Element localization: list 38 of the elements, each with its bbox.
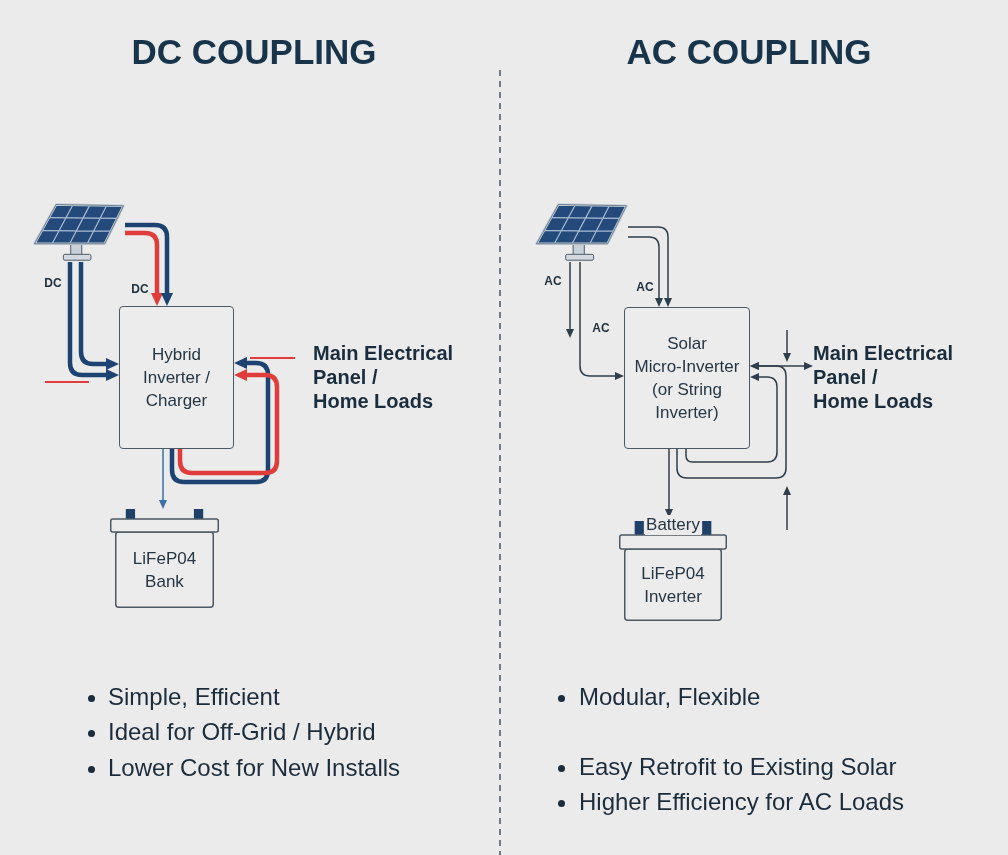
battery-label: LiFeP04 Bank bbox=[132, 548, 197, 593]
arrow bbox=[159, 448, 167, 509]
edge-label: DC bbox=[131, 282, 149, 296]
arrow bbox=[676, 362, 787, 479]
arrow bbox=[169, 357, 271, 485]
destination-label: Main Electrical Panel / Home Loads bbox=[313, 341, 454, 413]
arrow bbox=[177, 369, 280, 476]
edge-label: AC bbox=[636, 280, 654, 294]
solar-panel-drawing bbox=[33, 203, 125, 262]
panel-heading: AC COUPLING bbox=[626, 32, 872, 72]
bullet-text: Easy Retrofit to Existing Solar bbox=[579, 753, 897, 781]
arrow bbox=[67, 262, 119, 381]
bullet-text: Lower Cost for New Installs bbox=[108, 754, 401, 782]
inverter-box bbox=[624, 307, 750, 449]
arrow bbox=[125, 222, 173, 306]
arrow bbox=[685, 373, 778, 463]
destination-label: Main Electrical Panel / Home Loads bbox=[813, 341, 954, 413]
edge-label: AC bbox=[592, 321, 610, 335]
arrow bbox=[125, 230, 163, 306]
edge-label: AC bbox=[544, 274, 562, 288]
arrow bbox=[78, 262, 119, 370]
arrow bbox=[627, 226, 672, 307]
inverter-box bbox=[119, 306, 234, 449]
edge-label: DC bbox=[44, 276, 62, 290]
box-label: Solar Micro-Inverter (or String Inverter) bbox=[634, 333, 740, 424]
arrow bbox=[627, 236, 663, 307]
box-label: Hybrid Inverter / Charger bbox=[142, 344, 211, 412]
arrow bbox=[566, 261, 574, 338]
panel-heading: DC COUPLING bbox=[131, 32, 377, 72]
solar-panel-drawing bbox=[535, 203, 628, 262]
arrow bbox=[665, 448, 673, 518]
arrow bbox=[579, 261, 624, 380]
bullet-text: Higher Efficiency for AC Loads bbox=[579, 788, 905, 816]
bullet-text: Modular, Flexible bbox=[579, 683, 761, 711]
battery-label: LiFeP04 Inverter bbox=[641, 563, 705, 608]
bullet-text: Ideal for Off-Grid / Hybrid bbox=[108, 718, 376, 746]
battery-label: Battery bbox=[645, 515, 701, 535]
bullet-text: Simple, Efficient bbox=[108, 683, 280, 711]
